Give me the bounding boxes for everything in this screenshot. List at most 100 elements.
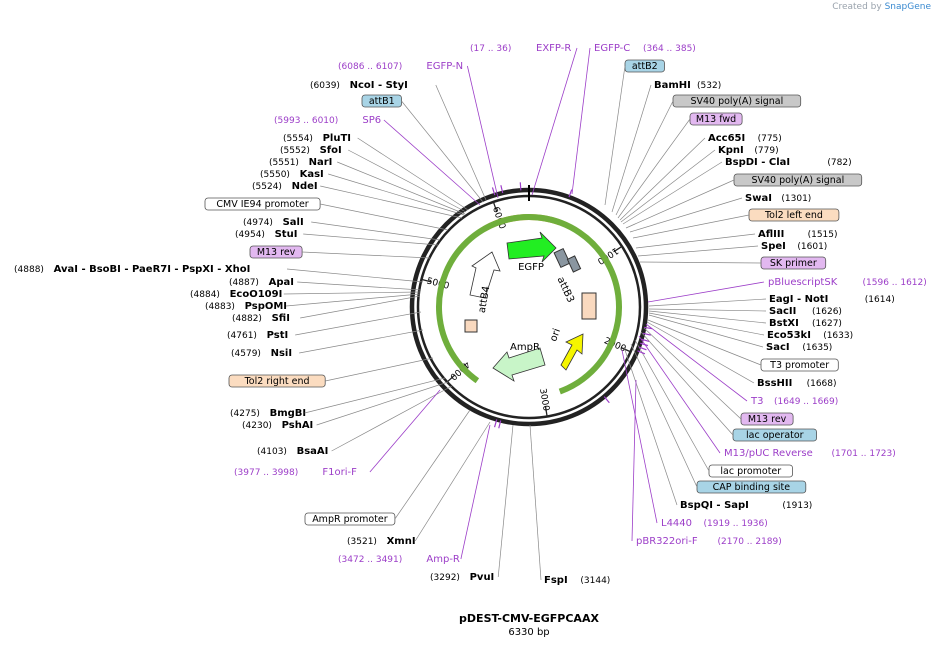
feature-plutI[interactable]: (5554)PluTI <box>283 133 469 211</box>
feature-sv40-2[interactable]: SV40 poly(A) signal <box>625 173 863 229</box>
feature-kpni[interactable]: KpnI(779) <box>620 145 779 223</box>
leader-line <box>297 281 422 291</box>
site-position: (4954) <box>235 230 265 240</box>
site-position: (6039) <box>310 81 340 91</box>
feature-bspqi[interactable]: BspQI - SapI(1913) <box>623 346 812 511</box>
site-position: (1515) <box>808 230 838 240</box>
feature-f1ori[interactable]: (3977 .. 3998)F1ori-F <box>234 389 441 478</box>
feature-sv40-1[interactable]: SV40 poly(A) signal <box>615 94 802 216</box>
site-name: Acc65I <box>708 133 745 144</box>
plasmid-size: 6330 bp <box>508 627 549 638</box>
feature-t3[interactable]: T3(1649 .. 1669) <box>645 323 838 407</box>
feature-spei[interactable]: SpeI(1601) <box>637 241 827 257</box>
site-position: (4974) <box>243 218 273 228</box>
feature-avai[interactable]: (4888)AvaI - BsoBI - PaeR7I - PspXI - Xh… <box>14 264 424 283</box>
feature-attb2[interactable]: attB2 <box>604 59 665 206</box>
feature-cap[interactable]: CAP binding site <box>630 343 807 494</box>
site-name: SfoI <box>320 145 342 156</box>
feature-attb1[interactable]: attB1 <box>361 94 484 203</box>
feature-egfp-n[interactable]: (6086 .. 6107)EGFP-N <box>338 61 499 199</box>
feature-m13rev1[interactable]: M13 rev <box>249 245 431 259</box>
feature-tol2r[interactable]: Tol2 right end <box>228 357 434 388</box>
site-name: KpnI <box>718 145 744 156</box>
feature-bmgbi[interactable]: (4275)BmgBI <box>230 377 446 419</box>
feature-box-label: SV40 poly(A) signal <box>690 96 783 107</box>
site-position: (4761) <box>227 331 257 341</box>
feature-box-label: attB2 <box>632 61 658 72</box>
leader-line <box>648 298 767 307</box>
feature-eagi[interactable]: EagI - NotI(1614) <box>648 294 895 307</box>
leader-line <box>632 214 750 239</box>
backbone-inner <box>416 194 642 420</box>
feature-pspomi[interactable]: (4883)PspOMI <box>205 293 421 312</box>
feature-nsii[interactable]: (4579)NsiI <box>231 329 424 359</box>
leader-line <box>647 319 762 366</box>
site-position: (1668) <box>807 379 837 389</box>
leader-line <box>328 173 465 216</box>
site-position: (1627) <box>812 319 842 329</box>
feature-bamhi[interactable]: BamHI(532) <box>611 80 721 213</box>
feature-sfii[interactable]: (4882)SfiI <box>232 295 421 324</box>
primer-name: EGFP-C <box>594 43 630 54</box>
site-position: (4888) <box>14 265 44 275</box>
feature-box-label: CMV IE94 promoter <box>216 199 308 210</box>
ruler-tick <box>621 347 630 352</box>
feature-acc65i[interactable]: Acc65I(775) <box>619 133 782 221</box>
site-name: PluTI <box>323 133 351 144</box>
tol2-block <box>581 292 597 320</box>
feature-stui[interactable]: (4954)StuI <box>235 229 439 246</box>
primer-mark <box>637 350 646 355</box>
feature-lacop[interactable]: lac operator <box>640 331 817 442</box>
feature-tol2l[interactable]: Tol2 left end <box>632 208 840 239</box>
feature-eco53ki[interactable]: Eco53kI(1633) <box>648 312 853 341</box>
feature-psti[interactable]: (4761)PstI <box>227 311 422 341</box>
primer-mark <box>498 420 502 429</box>
leader-line <box>630 343 698 488</box>
feature-bsshii[interactable]: BssHII(1668) <box>646 321 837 389</box>
feature-sp6[interactable]: (5993 .. 6010)SP6 <box>274 115 481 206</box>
feature-fspi[interactable]: FspI(3144) <box>529 424 610 586</box>
feature-amppromoter[interactable]: AmpR promoter <box>304 409 471 526</box>
feature-bstxi[interactable]: BstXI(1627) <box>648 310 842 329</box>
feature-pbsk[interactable]: pBluescriptSK(1596 .. 1612) <box>647 277 927 303</box>
feature-sacii[interactable]: SacII(1626) <box>648 306 842 317</box>
feature-afliii[interactable]: AflIII(1515) <box>635 229 838 249</box>
feature-bsaai[interactable]: (4103)BsaAI <box>257 385 453 457</box>
leader-line <box>311 221 441 241</box>
leader-line <box>348 149 467 213</box>
feature-pshai[interactable]: (4230)PshAI <box>242 381 449 431</box>
feature-xmni[interactable]: (3521)XmnI <box>347 421 491 547</box>
feature-egfp-c[interactable]: EGFP-C(364 .. 385) <box>571 43 696 195</box>
feature-pbr322[interactable]: pBR322ori-F(2170 .. 2189) <box>631 379 782 547</box>
feature-eco0109i[interactable]: (4884)EcoO109I <box>190 289 421 300</box>
feature-swai[interactable]: SwaI(1301) <box>629 193 811 233</box>
feature-skprimer[interactable]: SK primer <box>639 256 827 270</box>
feature-ncoi[interactable]: (6039)NcoI - StyI <box>310 80 487 201</box>
feature-sali[interactable]: (4974)SalI <box>243 217 441 241</box>
feature-cmv[interactable]: CMV IE94 promoter <box>204 197 449 231</box>
feature-exfp-r[interactable]: (17 .. 36)EXFP-R <box>470 43 578 196</box>
feature-saci[interactable]: SacI(1635) <box>648 314 832 353</box>
site-name: BmgBI <box>270 408 307 419</box>
feature-m13fwd[interactable]: M13 fwd <box>617 112 743 219</box>
feature-l4440[interactable]: L4440(1919 .. 1936) <box>621 349 768 529</box>
feature-sfoi[interactable]: (5552)SfoI <box>280 145 467 213</box>
ruler-tick <box>422 279 432 283</box>
plasmid-name: pDEST-CMV-EGFPCAAX <box>459 612 599 625</box>
feature-kasi[interactable]: (5550)KasI <box>260 169 465 216</box>
feature-m13rev2[interactable]: M13 rev <box>643 327 794 426</box>
watermark-prefix: Created by <box>832 2 882 12</box>
feature-bspdi[interactable]: BspDI - ClaI(782) <box>622 157 852 225</box>
site-name: ApaI <box>269 277 294 288</box>
feature-ampr[interactable]: (3472 .. 3491)Amp-R <box>338 424 491 565</box>
feature-apai[interactable]: (4887)ApaI <box>229 277 422 291</box>
feature-ndei[interactable]: (5524)NdeI <box>252 181 463 219</box>
site-position: (5551) <box>269 158 299 168</box>
feature-m13puc[interactable]: M13/pUC Reverse(1701 .. 1723) <box>638 335 896 459</box>
feature-pvui[interactable]: (3292)PvuI <box>430 424 514 583</box>
feature-nari[interactable]: (5551)NarI <box>269 157 466 215</box>
leader-line <box>631 379 637 542</box>
feature-t3prom[interactable]: T3 promoter <box>647 319 839 372</box>
feature-lacprom[interactable]: lac promoter <box>634 339 793 478</box>
leader-line <box>635 233 756 249</box>
